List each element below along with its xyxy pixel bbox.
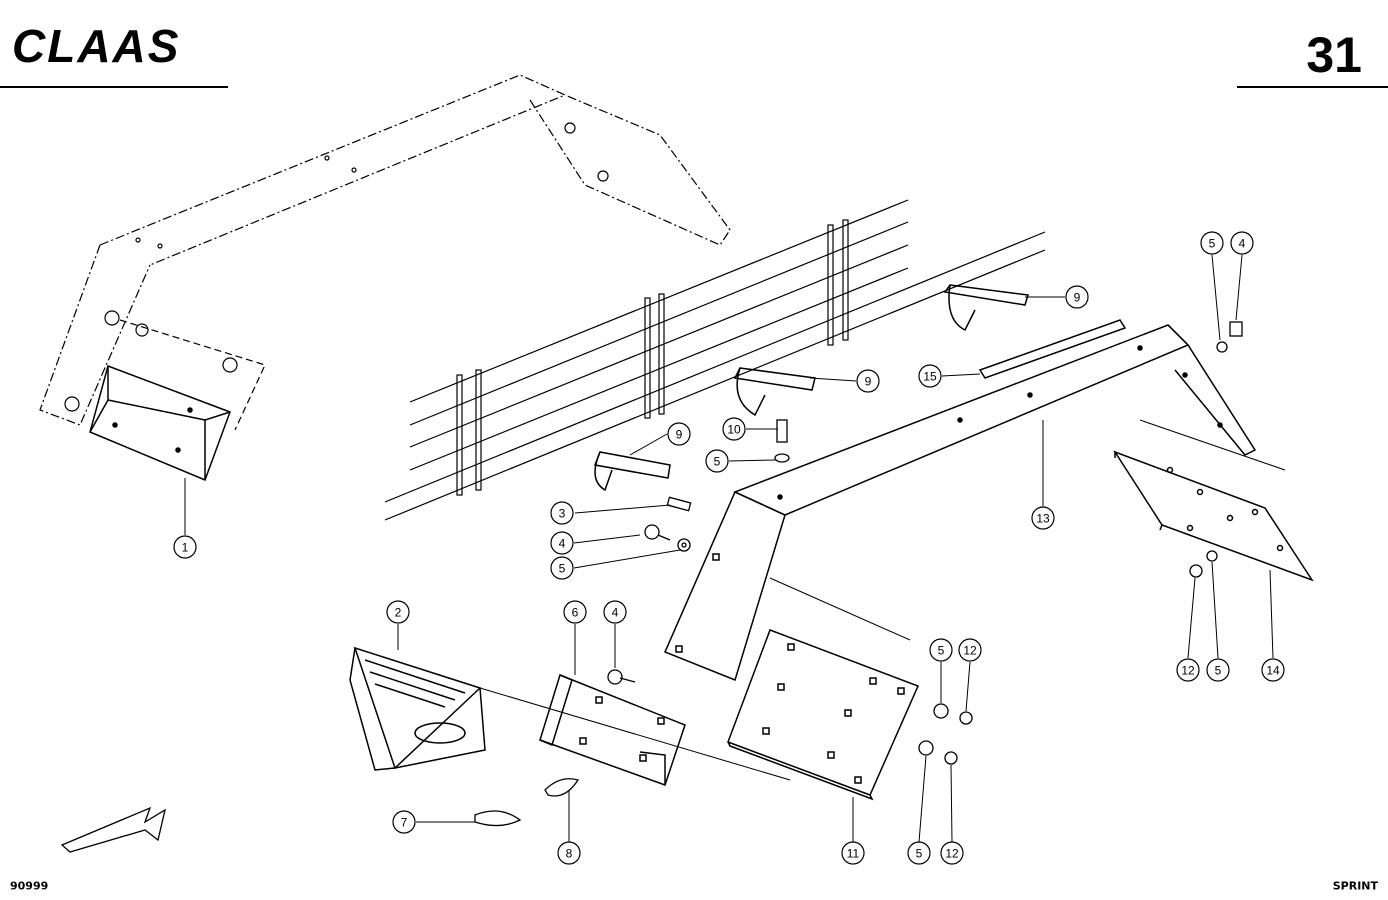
callout-c5b: 5: [705, 449, 729, 473]
callout-circle: [550, 501, 574, 525]
callout-label: 9: [676, 428, 683, 442]
callout-label: 4: [612, 606, 619, 620]
callout-c2: 2: [386, 600, 410, 624]
model-name: SPRINT: [1333, 880, 1379, 893]
callout-circle: [550, 531, 574, 555]
callout-circle: [929, 638, 953, 662]
fasteners: [60, 321, 1243, 853]
callout-label: 3: [559, 507, 566, 521]
callout-c9b: 9: [856, 369, 880, 393]
part-11-plate: [727, 629, 920, 801]
callout-c14: 14: [1261, 658, 1285, 682]
callout-circle: [705, 449, 729, 473]
callout-label: 5: [1209, 237, 1216, 251]
callout-circle: [940, 841, 964, 865]
brand-logo: CLAAS: [12, 20, 180, 72]
callout-label: 5: [559, 562, 566, 576]
page-number: 31: [1306, 27, 1362, 83]
callout-c4a: 4: [550, 531, 574, 555]
callout-label: 12: [945, 847, 959, 861]
callout-c3: 3: [550, 501, 574, 525]
callout-label: 5: [714, 455, 721, 469]
callout-c4c: 4: [1230, 231, 1254, 255]
callout-c10: 10: [722, 417, 746, 441]
drawing-number: 90999: [10, 880, 48, 893]
callout-label: 14: [1266, 664, 1280, 678]
callout-c13: 13: [1031, 506, 1055, 530]
part-9-brackets: [593, 284, 1029, 492]
callout-c12a: 12: [958, 638, 982, 662]
callout-circle: [1261, 658, 1285, 682]
part-14-plate: [1113, 450, 1314, 582]
callout-label: 1: [182, 541, 189, 555]
callout-circle: [1206, 658, 1230, 682]
callout-circle: [563, 600, 587, 624]
callout-c12c: 12: [1176, 658, 1200, 682]
callout-circle: [907, 841, 931, 865]
callout-label: 9: [865, 375, 872, 389]
part-2-triangle-block: [349, 646, 486, 771]
callout-circle: [1065, 285, 1089, 309]
callout-circle: [1200, 231, 1224, 255]
callout-circle: [958, 638, 982, 662]
machine-frame-outline: [39, 74, 731, 431]
callout-circle: [386, 600, 410, 624]
callout-c7: 7: [392, 810, 416, 834]
callout-circle: [856, 369, 880, 393]
callout-label: 5: [1215, 664, 1222, 678]
callout-label: 15: [923, 370, 937, 384]
callout-circle: [550, 556, 574, 580]
callout-c1: 1: [173, 535, 197, 559]
callout-label: 4: [1239, 237, 1246, 251]
callout-circle: [667, 422, 691, 446]
callout-c5a: 5: [550, 556, 574, 580]
callout-c9c: 9: [1065, 285, 1089, 309]
callout-circle: [918, 364, 942, 388]
callout-c12b: 12: [940, 841, 964, 865]
callout-label: 11: [847, 847, 860, 861]
callout-c4b: 4: [603, 600, 627, 624]
callout-label: 7: [401, 816, 408, 830]
callout-c11: 11: [841, 841, 865, 865]
callout-label: 12: [1181, 664, 1195, 678]
callout-c5d: 5: [907, 841, 931, 865]
callout-c5e: 5: [1200, 231, 1224, 255]
callout-c8: 8: [557, 841, 581, 865]
callout-circle: [392, 810, 416, 834]
callout-label: 13: [1036, 512, 1050, 526]
callout-label: 2: [395, 606, 402, 620]
part-15-strip: [978, 319, 1127, 379]
callout-label: 10: [727, 423, 741, 437]
callout-circle: [557, 841, 581, 865]
leader-lines: [184, 254, 1286, 843]
callout-circle: [173, 535, 197, 559]
callout-circle: [603, 600, 627, 624]
callout-circle: [1230, 231, 1254, 255]
callout-label: 12: [963, 644, 977, 658]
part-1-shield: [89, 365, 231, 481]
callout-c6: 6: [563, 600, 587, 624]
part-6-bracket-plate: [539, 674, 686, 786]
callout-label: 4: [559, 537, 566, 551]
part-13-main-bracket: [664, 324, 1257, 682]
callout-circle: [722, 417, 746, 441]
callout-circle: [1031, 506, 1055, 530]
side-rails: [384, 199, 1046, 521]
callout-c15: 15: [918, 364, 942, 388]
callout-label: 8: [566, 847, 573, 861]
callout-circle: [841, 841, 865, 865]
callout-circle: [1176, 658, 1200, 682]
callout-label: 6: [572, 606, 579, 620]
callout-label: 5: [916, 847, 923, 861]
callout-c5f: 5: [1206, 658, 1230, 682]
callout-label: 9: [1074, 291, 1081, 305]
callout-label: 5: [938, 644, 945, 658]
callout-c9a: 9: [667, 422, 691, 446]
callout-c5c: 5: [929, 638, 953, 662]
